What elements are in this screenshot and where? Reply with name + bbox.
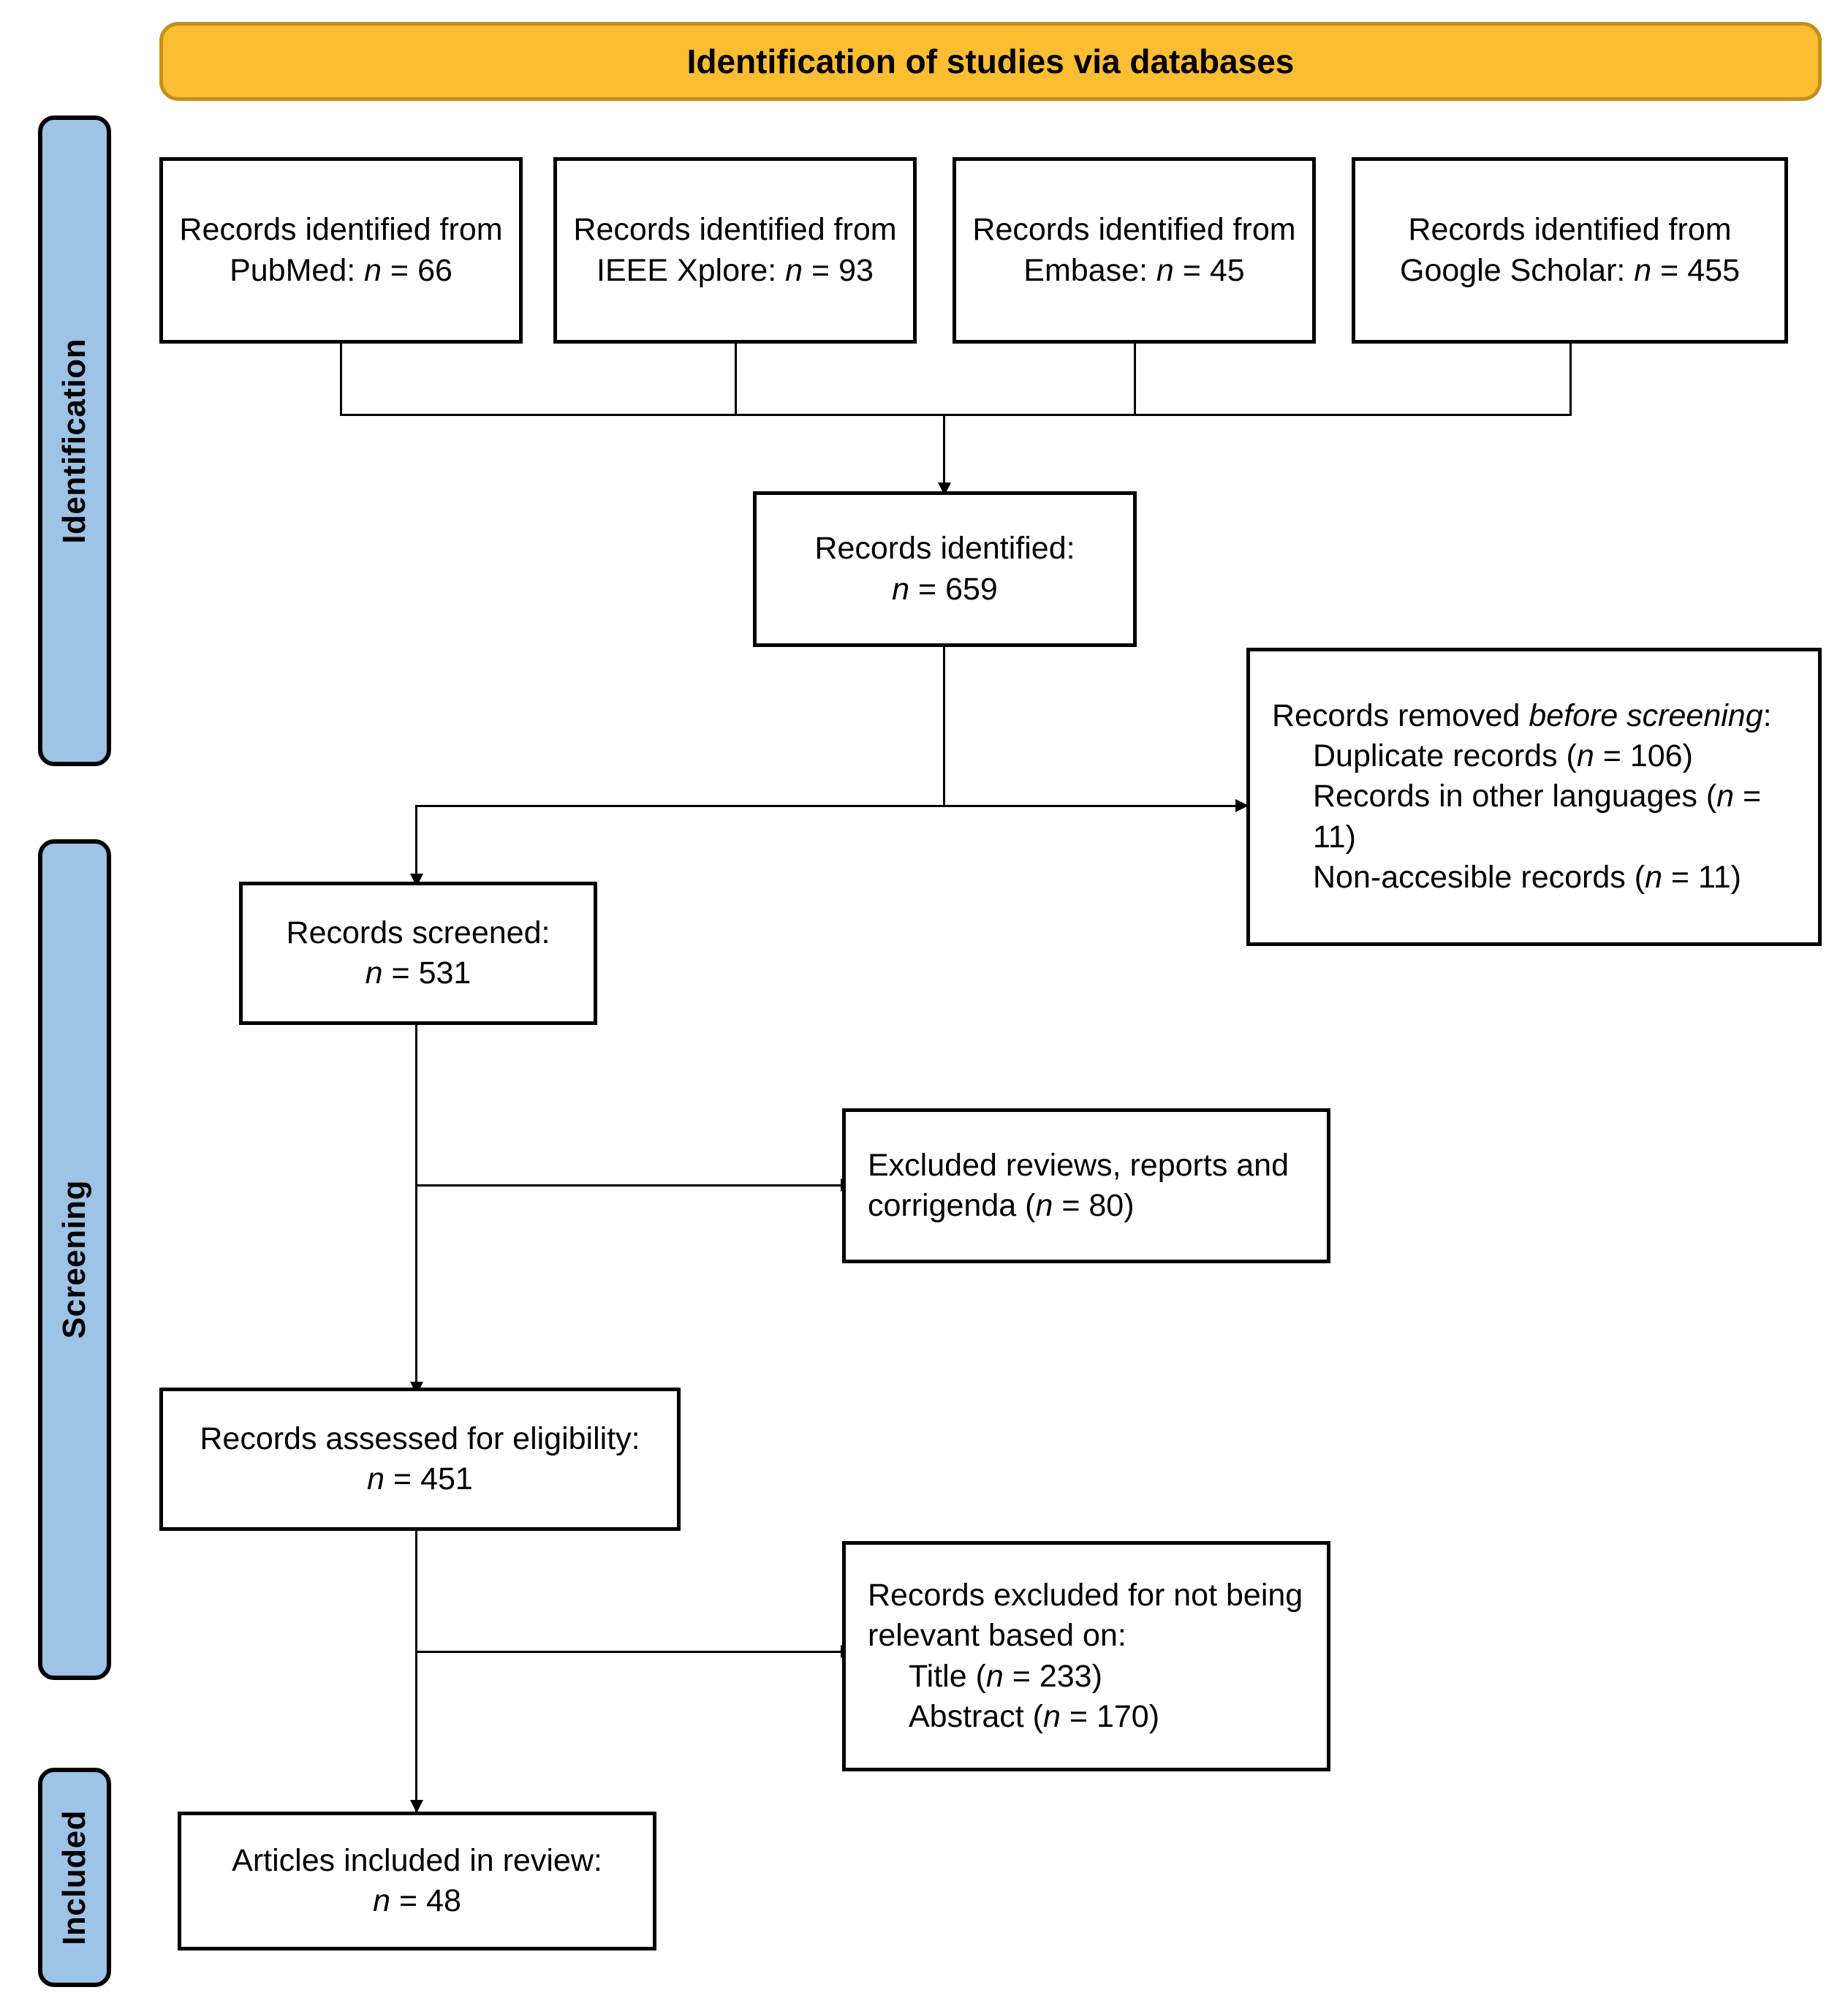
excluded-reviews-line2: corrigenda (n = 80) bbox=[868, 1188, 1135, 1223]
connector-identified-left-turn bbox=[415, 805, 945, 807]
stage-bar-screening: Screening bbox=[38, 839, 111, 1680]
connector-down-to-screened bbox=[415, 805, 417, 880]
excluded-relevance-line1: Records excluded for not being bbox=[868, 1578, 1303, 1613]
stage-label-screening: Screening bbox=[56, 1180, 92, 1339]
connector-eligibility-down bbox=[415, 1531, 417, 1812]
box-records-assessed-eligibility: Records assessed for eligibility: n = 45… bbox=[159, 1388, 681, 1531]
source-count-scholar: 455 bbox=[1687, 252, 1740, 288]
stage-label-included: Included bbox=[56, 1809, 92, 1945]
box-articles-included-in-review: Articles included in review: n = 48 bbox=[178, 1812, 656, 1950]
n-symbol: n bbox=[785, 252, 803, 288]
connector-scholar-down bbox=[1569, 344, 1572, 415]
records-identified-value: n = 659 bbox=[892, 571, 998, 607]
n-symbol: n bbox=[1634, 252, 1652, 288]
excluded-relevance-line2: relevant based on: bbox=[868, 1618, 1126, 1654]
n-symbol: n bbox=[1156, 252, 1174, 288]
n-symbol: n bbox=[367, 1461, 385, 1496]
source-line2-pubmed: PubMed: n = 66 bbox=[230, 252, 452, 288]
box-records-screened: Records screened: n = 531 bbox=[239, 882, 597, 1025]
n-symbol: n bbox=[364, 252, 382, 288]
n-symbol: n bbox=[985, 1658, 1004, 1694]
source-line1-scholar: Records identified from bbox=[1408, 212, 1732, 248]
n-symbol: n bbox=[1576, 738, 1594, 774]
excluded-relevance-item-abstract: Abstract (n = 170) bbox=[909, 1698, 1160, 1734]
source-box-embase: Records identified from Embase: n = 45 bbox=[953, 157, 1316, 344]
connector-screened-down bbox=[415, 1025, 417, 1394]
box-records-identified: Records identified: n = 659 bbox=[753, 491, 1137, 647]
n-symbol: n bbox=[365, 956, 383, 991]
connector-bus-to-identified bbox=[943, 414, 945, 490]
excluded-reviews-line1: Excluded reviews, reports and bbox=[868, 1147, 1290, 1183]
included-articles-label: Articles included in review: bbox=[232, 1842, 602, 1878]
diagram-banner: Identification of studies via databases bbox=[159, 22, 1822, 101]
excluded-relevance-item-title: Title (n = 233) bbox=[909, 1658, 1102, 1694]
connector-to-excluded-reviews bbox=[415, 1184, 841, 1187]
n-symbol: n bbox=[373, 1883, 391, 1918]
arrowhead-to-included-articles bbox=[410, 1800, 423, 1813]
source-box-google-scholar: Records identified from Google Scholar: … bbox=[1352, 157, 1788, 344]
n-symbol: n bbox=[1645, 859, 1662, 895]
source-line1-pubmed: Records identified from bbox=[179, 212, 503, 248]
arrowhead-to-removed-before-screening bbox=[1235, 799, 1249, 812]
n-symbol: n bbox=[1043, 1698, 1061, 1734]
connector-ieee-down bbox=[735, 344, 737, 415]
n-symbol: n bbox=[892, 571, 910, 607]
removed-item-other-languages: Records in other languages (n = 11) bbox=[1313, 779, 1762, 855]
before-screening-italic: before screening bbox=[1529, 698, 1763, 734]
connector-embase-down bbox=[1134, 344, 1136, 415]
connector-to-removed-before-screening bbox=[943, 805, 1236, 807]
source-line2-ieee: IEEE Xplore: n = 93 bbox=[597, 252, 874, 288]
source-line2-embase: Embase: n = 45 bbox=[1023, 252, 1245, 288]
stage-label-identification: Identification bbox=[56, 338, 92, 544]
stage-bar-identification: Identification bbox=[38, 116, 111, 766]
connector-pubmed-down bbox=[340, 344, 342, 415]
connector-identified-down bbox=[943, 647, 945, 806]
source-line1-ieee: Records identified from bbox=[573, 212, 897, 248]
source-line1-embase: Records identified from bbox=[972, 212, 1296, 248]
stage-bar-included: Included bbox=[38, 1768, 111, 1987]
box-excluded-reviews-reports-corrigenda: Excluded reviews, reports and corrigenda… bbox=[842, 1108, 1330, 1263]
source-line2-scholar: Google Scholar: n = 455 bbox=[1400, 252, 1740, 288]
removed-item-non-accessible: Non-accesible records (n = 11) bbox=[1313, 859, 1741, 895]
connector-merge-bus bbox=[340, 414, 1572, 416]
n-symbol: n bbox=[1035, 1188, 1053, 1223]
removed-item-duplicates: Duplicate records (n = 106) bbox=[1313, 738, 1693, 774]
removed-heading: Records removed before screening: bbox=[1272, 698, 1772, 734]
included-articles-value: n = 48 bbox=[373, 1883, 461, 1918]
records-identified-label: Records identified: bbox=[814, 531, 1075, 567]
source-count-embase: 45 bbox=[1209, 252, 1245, 288]
banner-title: Identification of studies via databases bbox=[686, 42, 1295, 80]
source-box-ieee-xplore: Records identified from IEEE Xplore: n =… bbox=[553, 157, 917, 344]
box-records-removed-before-screening: Records removed before screening: Duplic… bbox=[1246, 648, 1822, 946]
eligibility-label: Records assessed for eligibility: bbox=[200, 1420, 640, 1456]
source-box-pubmed: Records identified from PubMed: n = 66 bbox=[159, 157, 523, 344]
connector-to-excluded-relevance bbox=[415, 1651, 841, 1653]
box-records-excluded-not-relevant: Records excluded for not being relevant … bbox=[842, 1541, 1330, 1771]
source-count-ieee: 93 bbox=[838, 252, 874, 288]
n-symbol: n bbox=[1716, 779, 1735, 814]
records-screened-value: n = 531 bbox=[365, 956, 472, 991]
records-screened-label: Records screened: bbox=[286, 915, 550, 950]
eligibility-value: n = 451 bbox=[367, 1461, 473, 1496]
source-count-pubmed: 66 bbox=[417, 252, 452, 288]
